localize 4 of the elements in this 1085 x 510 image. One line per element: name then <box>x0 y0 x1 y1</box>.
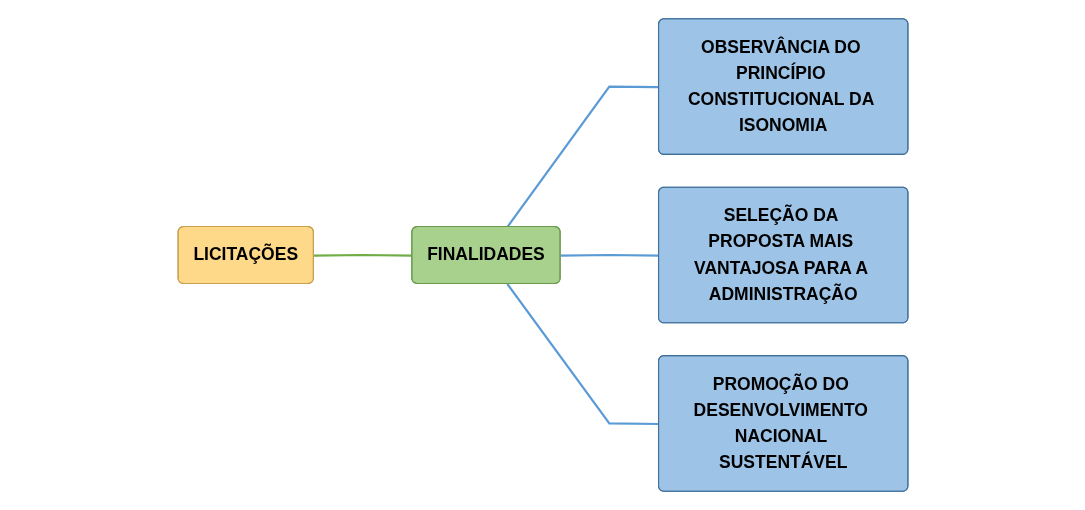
connector <box>313 253 412 257</box>
connector <box>505 85 659 228</box>
connector <box>505 283 659 426</box>
connector <box>560 253 659 257</box>
